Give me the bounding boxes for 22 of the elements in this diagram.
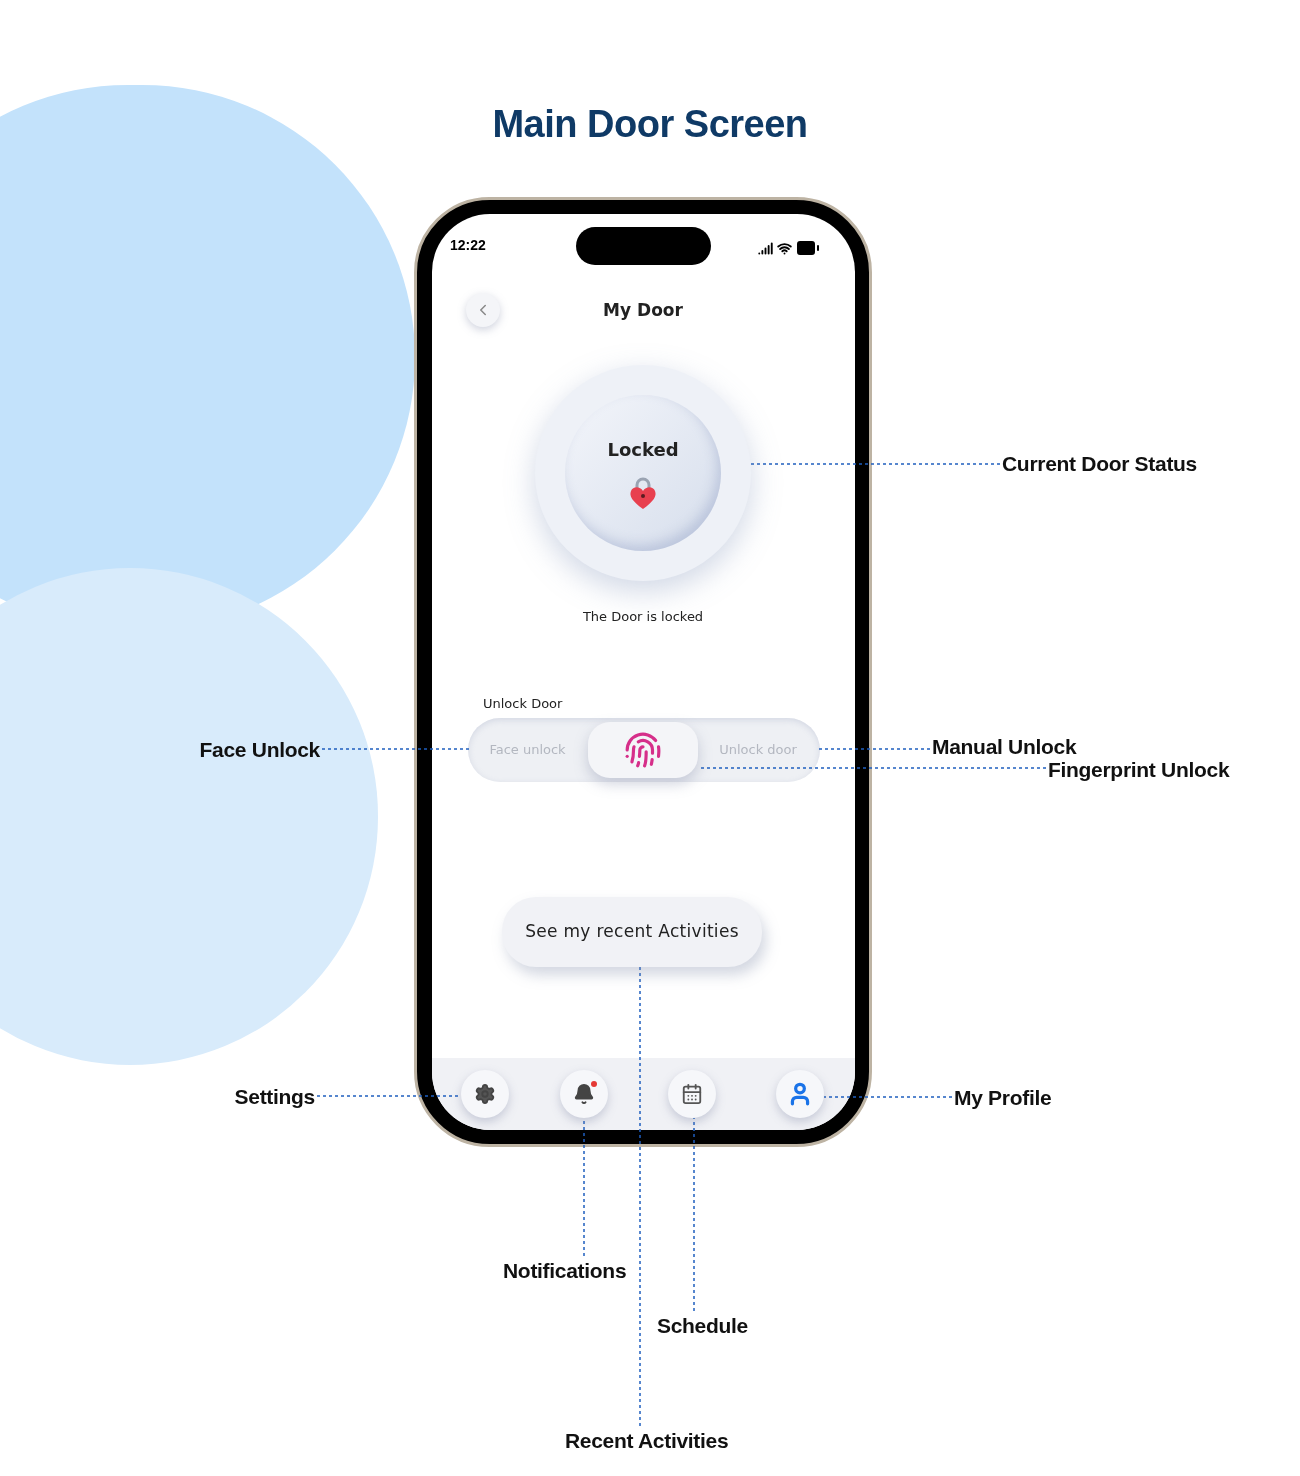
option-text: Unlock door [719, 741, 797, 760]
slider-thumb [588, 722, 698, 778]
status-text: The Door is locked [581, 608, 705, 626]
status-time: 12:22 [450, 236, 486, 255]
callout-label: Face Unlock [199, 737, 320, 763]
leader-line [639, 966, 641, 1427]
callout-label: Manual Unlock [932, 734, 1077, 760]
callout-label: Schedule [657, 1313, 748, 1339]
section-heading: Unlock Door [483, 695, 563, 713]
screen-title: My Door [602, 299, 684, 322]
callout-label: Fingerprint Unlock [1048, 757, 1230, 783]
diagram-title: Main Door Screen [491, 102, 809, 147]
leader-line [750, 463, 1001, 465]
recent-activities-button: See my recent Activities [502, 897, 762, 967]
callout-label: Current Door Status [1002, 451, 1197, 477]
option-text: Face unlock [489, 741, 566, 760]
callout-label: Notifications [503, 1258, 627, 1284]
callout-label: Recent Activities [565, 1428, 729, 1454]
leader-line [321, 748, 471, 750]
lock-state-text: Locked [607, 437, 679, 462]
callout-label: My Profile [954, 1085, 1052, 1111]
callout-label: Settings [234, 1084, 315, 1110]
